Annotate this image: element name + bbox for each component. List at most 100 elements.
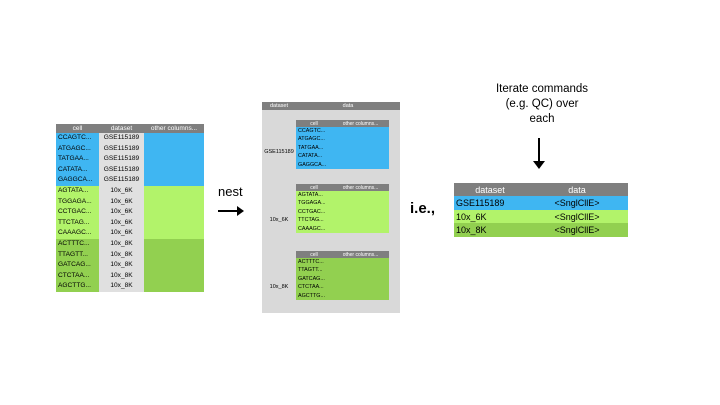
group-dataset-label: 10x_8K bbox=[269, 284, 289, 290]
inner-row: ACTTTC... bbox=[296, 258, 389, 267]
table-row: CTCTAA...10x_8K bbox=[56, 270, 204, 282]
inner-row: TATGAA... bbox=[296, 143, 389, 153]
cell-id: TATGAA... bbox=[56, 154, 99, 165]
inner-row: CCTGAC... bbox=[296, 207, 389, 217]
other-columns-cell bbox=[144, 185, 204, 197]
cell-id: GATCAG... bbox=[56, 260, 99, 271]
iterate-caption: Iterate commands (e.g. QC) over each bbox=[495, 83, 589, 125]
other-columns-cell bbox=[144, 164, 204, 176]
group-dataset-label: GSE115189 bbox=[264, 149, 294, 155]
dataset-value: 10x_6K bbox=[456, 211, 487, 222]
table-row: ACTTTC...10x_8K bbox=[56, 238, 204, 250]
dataset-value: 10x_8K bbox=[99, 270, 144, 282]
inner-table-header: cell other columns... bbox=[296, 251, 389, 258]
dataset-value: GSE115189 bbox=[99, 143, 144, 155]
table-row: AGCTTG...10x_8K bbox=[56, 281, 204, 292]
inner-row: CCAGTC... bbox=[296, 127, 389, 136]
table-row: CAAAGC...10x_6K bbox=[56, 228, 204, 239]
ie-label: i.e., bbox=[410, 200, 436, 217]
inner-row: AGTATA... bbox=[296, 191, 389, 200]
table-row: CATATA...GSE115189 bbox=[56, 164, 204, 176]
dataset-value: GSE115189 bbox=[456, 197, 505, 208]
cell-id: TTCTAG... bbox=[56, 217, 99, 229]
cell-id: CATATA... bbox=[56, 164, 99, 176]
dataset-value: GSE115189 bbox=[99, 164, 144, 176]
cell-id: TGGAGA... bbox=[56, 196, 99, 208]
dataset-value: GSE115189 bbox=[99, 154, 144, 165]
inner-header-cell: cell bbox=[310, 251, 318, 258]
dataset-value: 10x_8K bbox=[99, 249, 144, 261]
dataset-value: GSE115189 bbox=[99, 175, 144, 186]
inner-row: CTCTAA... bbox=[296, 283, 389, 292]
table-row: CCAGTC...GSE115189 bbox=[56, 133, 204, 144]
table-row: TGGAGA...10x_6K bbox=[56, 196, 204, 208]
cell-id: CCAGTC... bbox=[56, 133, 99, 144]
other-columns-cell bbox=[144, 143, 204, 155]
other-columns-cell bbox=[144, 238, 204, 250]
dataset-value: 10x_6K bbox=[99, 196, 144, 208]
data-value: <SnglCllE> bbox=[554, 211, 600, 222]
cell-id: AGCTTG... bbox=[56, 281, 99, 292]
inner-header-other: other columns... bbox=[342, 120, 379, 127]
table-row: ATGAGC...GSE115189 bbox=[56, 143, 204, 155]
dataset-value: 10x_8K bbox=[456, 225, 487, 236]
data-value: <SnglCllE> bbox=[554, 225, 600, 236]
table-row: 10x_8K <SnglCllE> bbox=[454, 223, 628, 238]
table-row: GSE115189<SnglCllE> bbox=[454, 196, 628, 210]
table-row: TTAGTT...10x_8K bbox=[56, 249, 204, 261]
summary-table: dataset data GSE115189<SnglCllE>10x_6K<S… bbox=[454, 183, 628, 238]
table-row: CCTGAC...10x_6K bbox=[56, 207, 204, 218]
dataset-value: 10x_8K bbox=[99, 260, 144, 271]
dataset-value: GSE115189 bbox=[99, 133, 144, 144]
cell-id: GAGGCA... bbox=[56, 175, 99, 186]
inner-row: CAAAGC... bbox=[296, 224, 389, 233]
cell-id: CCTGAC... bbox=[56, 207, 99, 218]
other-columns-cell bbox=[144, 217, 204, 229]
other-columns-cell bbox=[144, 281, 204, 292]
dataset-value: 10x_8K bbox=[99, 281, 144, 292]
inner-row: TGGAGA... bbox=[296, 199, 389, 208]
table-row: TTCTAG...10x_6K bbox=[56, 217, 204, 229]
header-dataset: dataset bbox=[475, 184, 505, 195]
table-row: TATGAA...GSE115189 bbox=[56, 154, 204, 165]
dataset-value: 10x_6K bbox=[99, 217, 144, 229]
inner-header-other: other columns... bbox=[342, 184, 379, 191]
header-data: data bbox=[568, 184, 586, 195]
inner-header-other: other columns... bbox=[342, 251, 379, 258]
inner-row: ATGAGC... bbox=[296, 135, 389, 144]
header-other-columns: other columns... bbox=[150, 125, 198, 132]
table-row: 10x_6K <SnglCllE> bbox=[454, 209, 628, 224]
inner-row: GAGGCA... bbox=[296, 160, 389, 169]
inner-row: TTAGTT... bbox=[296, 266, 389, 275]
inner-table: cell other columns...CCAGTC...ATGAGC...TA… bbox=[296, 120, 389, 169]
inner-table-header: cell other columns... bbox=[296, 184, 389, 191]
cell-id: TTAGTT... bbox=[56, 249, 99, 261]
other-columns-cell bbox=[144, 175, 204, 186]
table-row: GAGGCA...GSE115189 bbox=[56, 175, 204, 186]
header-cell: cell bbox=[72, 125, 83, 132]
nested-table-header: dataset data bbox=[262, 102, 400, 110]
header-dataset: dataset bbox=[269, 103, 289, 109]
down-arrow-icon bbox=[533, 138, 545, 169]
group-dataset-label: 10x_6K bbox=[269, 217, 289, 223]
header-data: data bbox=[342, 103, 354, 109]
table-row: AGTATA...10x_6K bbox=[56, 185, 204, 197]
other-columns-cell bbox=[144, 207, 204, 218]
inner-header-cell: cell bbox=[310, 120, 318, 127]
other-columns-cell bbox=[144, 196, 204, 208]
inner-table: cell other columns...ACTTTC...TTAGTT...GA… bbox=[296, 251, 389, 300]
cell-id: ACTTTC... bbox=[56, 238, 99, 250]
other-columns-cell bbox=[144, 133, 204, 144]
nest-arrow-icon bbox=[218, 206, 244, 216]
other-columns-cell bbox=[144, 228, 204, 239]
inner-header-cell: cell bbox=[310, 184, 318, 191]
inner-row: GATCAG... bbox=[296, 274, 389, 284]
inner-table: cell other columns...AGTATA...TGGAGA...CC… bbox=[296, 184, 389, 233]
other-columns-cell bbox=[144, 260, 204, 271]
dataset-value: 10x_6K bbox=[99, 185, 144, 197]
cell-id: CAAAGC... bbox=[56, 228, 99, 239]
summary-table-header: dataset data bbox=[454, 183, 628, 196]
other-columns-cell bbox=[144, 249, 204, 261]
dataset-value: 10x_6K bbox=[99, 207, 144, 218]
dataset-value: 10x_6K bbox=[99, 228, 144, 239]
